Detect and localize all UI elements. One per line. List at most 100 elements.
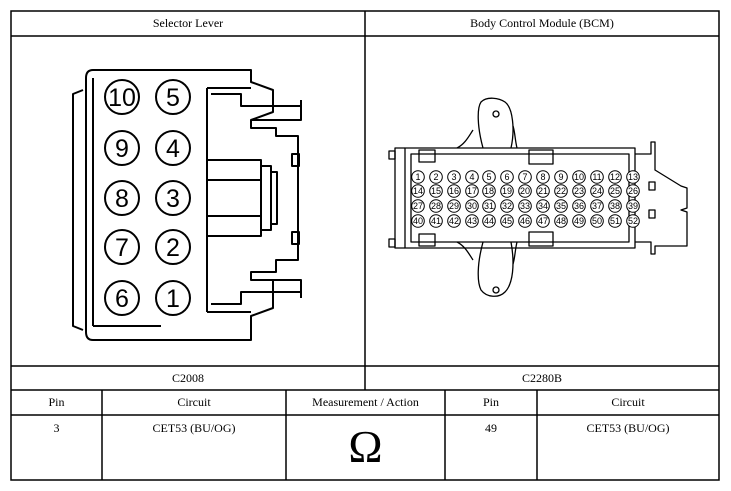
pin-label: 5: [166, 84, 180, 112]
pin-label: 34: [538, 201, 548, 211]
pin-label: 50: [592, 216, 602, 226]
pin-label: 48: [556, 216, 566, 226]
bcm-pin-circle: [626, 184, 640, 198]
pin-label: 13: [628, 172, 638, 182]
pin-label: 40: [413, 216, 423, 226]
pin-label: 27: [413, 201, 423, 211]
pin-label: 10: [108, 84, 136, 112]
bcm-pin-circle: [626, 170, 640, 184]
pin-label: 33: [520, 201, 530, 211]
pin-label: 8: [115, 185, 129, 213]
pin-label: 1: [415, 172, 420, 182]
bcm-pin-circle: [447, 184, 461, 198]
bcm-pin-circle: [482, 184, 496, 198]
bcm-pin-circle: [590, 170, 604, 184]
pin-label: 26: [628, 186, 638, 196]
ohm-icon: Ω: [348, 421, 383, 472]
bcm-pin-circle: [518, 184, 532, 198]
pin-label: 8: [540, 172, 545, 182]
pin-label: 44: [484, 216, 494, 226]
pin-label: 52: [628, 216, 638, 226]
pin-label: 49: [574, 216, 584, 226]
pin-label: 15: [431, 186, 441, 196]
pin-label: 51: [610, 216, 620, 226]
bcm-pin-circle: [572, 199, 586, 213]
bcm-pin-circle: [590, 199, 604, 213]
pin-label: 19: [502, 186, 512, 196]
pin-label: 9: [558, 172, 563, 182]
pin-label: 39: [628, 201, 638, 211]
header-measurement: Measurement / Action: [312, 395, 419, 409]
bcm-pin-circle: [447, 170, 461, 184]
pin-label: 10: [574, 172, 584, 182]
bcm-pin-circle: [572, 214, 586, 228]
bcm-pin-circle: [518, 199, 532, 213]
pin-label: 43: [467, 216, 477, 226]
left-connector-title: Selector Lever: [152, 16, 224, 30]
pin-label: 41: [431, 216, 441, 226]
bcm-pin-circle: [536, 184, 550, 198]
pin-label: 23: [574, 186, 584, 196]
cell-circuit-b: CET53 (BU/OG): [586, 421, 670, 435]
bcm-pin-circle: [465, 170, 479, 184]
selector-lever-pins: 10 5 9 4 8 3 7 2 6 1: [104, 79, 191, 316]
bcm-pin-circle: [554, 170, 568, 184]
pin-label: 22: [556, 186, 566, 196]
bcm-pin-circle: [536, 199, 550, 213]
bcm-pin-circle: [411, 184, 425, 198]
pin-label: 37: [592, 201, 602, 211]
bcm-pin-circle: [608, 170, 622, 184]
bcm-pin-circle: [590, 214, 604, 228]
pin-label: 47: [538, 216, 548, 226]
cell-pin-b: 49: [485, 421, 497, 435]
pin-label: 6: [115, 285, 129, 313]
pin-label: 9: [115, 135, 129, 163]
cell-circuit-a: CET53 (BU/OG): [152, 421, 236, 435]
bcm-pin-circle: [518, 170, 532, 184]
bcm-pin-circle: [572, 184, 586, 198]
pin-label: 4: [469, 172, 474, 182]
bcm-pin-circle: [554, 184, 568, 198]
bcm-pin-circle: [518, 214, 532, 228]
bcm-pin-circle: [590, 184, 604, 198]
left-connector-id: C2008: [171, 371, 204, 385]
header-circuit-b: Circuit: [611, 395, 645, 409]
bcm-pin-circle: [626, 199, 640, 213]
bcm-pin-circle: [608, 184, 622, 198]
right-connector-title: Body Control Module (BCM): [470, 16, 614, 30]
pin-label: 1: [166, 285, 180, 313]
pin-label: 11: [592, 172, 601, 182]
pin-label: 5: [486, 172, 491, 182]
pin-label: 35: [556, 201, 566, 211]
bcm-pin-circle: [429, 184, 443, 198]
right-connector-id: C2280B: [521, 371, 562, 385]
bcm-pin-circle: [482, 170, 496, 184]
pin-label: 2: [433, 172, 438, 182]
bcm-pin-circle: [411, 170, 425, 184]
pin-label: 36: [574, 201, 584, 211]
header-circuit-a: Circuit: [177, 395, 211, 409]
pin-label: 12: [610, 172, 620, 182]
bcm-pin-circle: [482, 214, 496, 228]
bcm-pin-circle: [465, 184, 479, 198]
bcm-pin-circle: [465, 214, 479, 228]
pin-label: 46: [520, 216, 530, 226]
bcm-connector-diagram: 1 2 3 4 5 6 7 8 9 10 11 12 13 14 15 16 1…: [388, 97, 688, 297]
pin-label: 17: [467, 186, 477, 196]
header-pin-b: Pin: [482, 395, 499, 409]
bcm-pin-circle: [608, 214, 622, 228]
bcm-pin-circle: [572, 170, 586, 184]
pin-label: 16: [449, 186, 459, 196]
pin-label: 29: [449, 201, 459, 211]
bcm-pin-circle: [536, 214, 550, 228]
bcm-pin-circle: [500, 214, 514, 228]
pin-label: 2: [166, 234, 180, 262]
selector-lever-connector-diagram: 10 5 9 4 8 3 7 2 6 1: [72, 69, 302, 341]
pin-label: 3: [166, 185, 180, 213]
bcm-pin-circle: [447, 214, 461, 228]
bcm-pin-circle: [411, 199, 425, 213]
bcm-pin-circle: [429, 199, 443, 213]
bcm-pin-circle: [411, 214, 425, 228]
bcm-pin-circle: [554, 199, 568, 213]
